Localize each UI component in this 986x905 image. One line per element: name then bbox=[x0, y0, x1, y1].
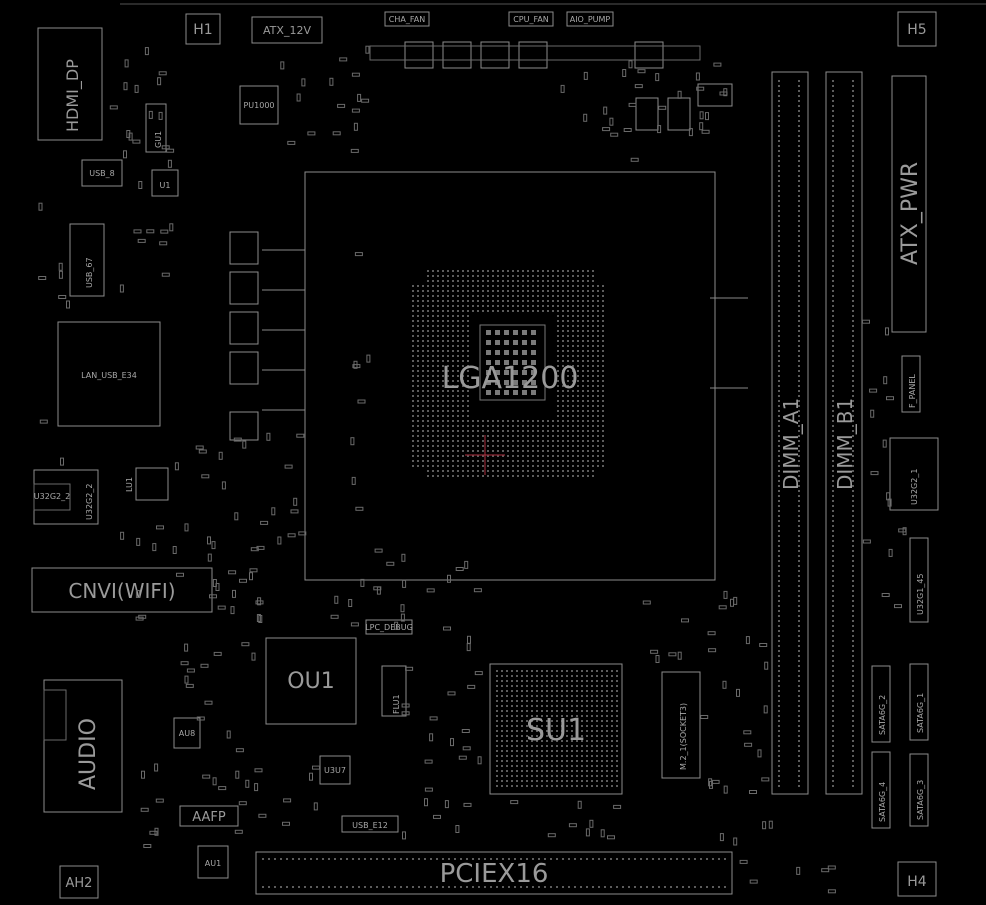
u32g2-1-header[interactable]: U32G2_1 bbox=[889, 437, 939, 511]
usb-e12-header[interactable]: USB_E12 bbox=[341, 815, 399, 833]
cpu-socket[interactable]: LGA1200 bbox=[304, 171, 716, 581]
usb-67-connector[interactable]: USB_67 bbox=[69, 223, 105, 297]
fan-mosfet-row bbox=[369, 41, 733, 131]
au8-chip: AU8 bbox=[173, 717, 201, 749]
svg-text:SATA6G_1: SATA6G_1 bbox=[916, 693, 925, 733]
socket-label: LGA1200 bbox=[442, 361, 579, 396]
hdmi-dp-connector[interactable]: HDMI_DP bbox=[37, 27, 103, 141]
svg-text:F_PANEL: F_PANEL bbox=[908, 374, 917, 408]
svg-text:LU1: LU1 bbox=[125, 477, 134, 492]
vrm-phase-column bbox=[229, 231, 748, 441]
socket-pad-grid bbox=[412, 270, 604, 477]
svg-text:H1: H1 bbox=[193, 22, 212, 38]
aio-pump-header[interactable]: AIO_PUMP bbox=[566, 11, 614, 27]
pciex16-slot[interactable]: PCIEX16 bbox=[255, 851, 733, 895]
svg-text:U3U7: U3U7 bbox=[324, 766, 346, 775]
mounting-hole-h4: H4 bbox=[897, 861, 937, 897]
svg-text:H5: H5 bbox=[907, 22, 926, 38]
svg-text:USB_E12: USB_E12 bbox=[352, 821, 388, 830]
sata6g-4-port[interactable]: SATA6G_4 bbox=[871, 751, 891, 829]
gu1-chip: GU1 bbox=[145, 103, 167, 153]
mounting-hole-h1: H1 bbox=[185, 13, 221, 45]
atx-12v-connector[interactable]: ATX_12V bbox=[251, 16, 323, 44]
svg-text:AAFP: AAFP bbox=[192, 810, 226, 825]
svg-text:SU1: SU1 bbox=[526, 713, 586, 748]
svg-text:USB_67: USB_67 bbox=[85, 257, 94, 288]
svg-text:OU1: OU1 bbox=[287, 669, 334, 694]
svg-text:AU1: AU1 bbox=[205, 859, 221, 868]
svg-text:CNVI(WIFI): CNVI(WIFI) bbox=[68, 579, 175, 603]
audio-connector[interactable]: AUDIO bbox=[43, 679, 123, 813]
lpc-debug-header[interactable]: LPC_DEBUG bbox=[365, 619, 413, 635]
dimm-slot-a1[interactable]: DIMM_A1 bbox=[771, 71, 809, 795]
sata6g-3-port[interactable]: SATA6G_3 bbox=[909, 753, 929, 827]
svg-text:LAN_USB_E34: LAN_USB_E34 bbox=[81, 371, 137, 380]
u3u7-chip: U3U7 bbox=[319, 755, 351, 785]
cpu-fan-header[interactable]: CPU_FAN bbox=[508, 11, 554, 27]
svg-text:SATA6G_3: SATA6G_3 bbox=[916, 780, 925, 820]
svg-text:M.2_1(SOCKET3): M.2_1(SOCKET3) bbox=[679, 703, 688, 770]
svg-text:U32G2_1: U32G2_1 bbox=[910, 469, 919, 505]
flu1-chip: FLU1 bbox=[381, 665, 407, 717]
aafp-header[interactable]: AAFP bbox=[179, 805, 239, 827]
svg-text:U32G1_45: U32G1_45 bbox=[916, 573, 925, 615]
u32g2-2-connector[interactable]: U32G2_2 U32G2_2 bbox=[33, 469, 99, 525]
svg-text:U32G2_2: U32G2_2 bbox=[85, 484, 94, 520]
u32g1-45-header[interactable]: U32G1_45 bbox=[909, 537, 929, 623]
passive-components bbox=[38, 45, 907, 894]
au1-chip: AU1 bbox=[197, 845, 229, 879]
atx-power-connector[interactable]: ATX_PWR bbox=[891, 75, 927, 333]
svg-text:CHA_FAN: CHA_FAN bbox=[389, 15, 425, 24]
svg-text:SATA6G_4: SATA6G_4 bbox=[878, 782, 887, 822]
mounting-hole-h5: H5 bbox=[897, 11, 937, 47]
svg-text:LPC_DEBUG: LPC_DEBUG bbox=[365, 623, 413, 632]
dimm-slot-b1[interactable]: DIMM_B1 bbox=[825, 71, 863, 795]
svg-text:U1: U1 bbox=[160, 181, 171, 190]
svg-text:CPU_FAN: CPU_FAN bbox=[513, 15, 549, 24]
u1-chip: U1 bbox=[151, 169, 179, 197]
svg-text:PCIEX16: PCIEX16 bbox=[440, 859, 549, 889]
atx-12v-label: ATX_12V bbox=[263, 24, 311, 37]
svg-text:AU8: AU8 bbox=[179, 729, 195, 738]
svg-text:U32G2_2: U32G2_2 bbox=[34, 492, 70, 501]
svg-text:H4: H4 bbox=[907, 874, 927, 890]
f-panel-header[interactable]: F_PANEL bbox=[901, 355, 921, 413]
svg-text:GU1: GU1 bbox=[154, 131, 163, 148]
cnvi-wifi-slot[interactable]: CNVI(WIFI) bbox=[31, 567, 213, 613]
svg-text:PU1000: PU1000 bbox=[243, 101, 274, 110]
sata6g-1-port[interactable]: SATA6G_1 bbox=[909, 663, 929, 741]
svg-text:USB_8: USB_8 bbox=[89, 169, 115, 178]
svg-text:AIO_PUMP: AIO_PUMP bbox=[570, 15, 611, 24]
m2-socket3[interactable]: M.2_1(SOCKET3) bbox=[661, 671, 701, 779]
lu1-chip: LU1 bbox=[125, 467, 169, 501]
svg-text:AUDIO: AUDIO bbox=[76, 718, 101, 790]
svg-text:HDMI_DP: HDMI_DP bbox=[63, 59, 83, 132]
cha-fan-header[interactable]: CHA_FAN bbox=[384, 11, 430, 27]
lan-usb-e34-connector[interactable]: LAN_USB_E34 bbox=[57, 321, 161, 427]
svg-text:FLU1: FLU1 bbox=[392, 694, 401, 714]
sata6g-2-port[interactable]: SATA6G_2 bbox=[871, 665, 891, 743]
mounting-hole-ah2: AH2 bbox=[59, 865, 99, 899]
usb-8-header[interactable]: USB_8 bbox=[81, 159, 123, 187]
dimm-a1-label: DIMM_A1 bbox=[779, 398, 803, 490]
ou1-super-io: OU1 bbox=[265, 637, 357, 725]
svg-text:AH2: AH2 bbox=[66, 876, 93, 891]
svg-text:SATA6G_2: SATA6G_2 bbox=[878, 695, 887, 735]
dimm-b1-label: DIMM_B1 bbox=[833, 398, 857, 490]
chipset-su1: SU1 bbox=[489, 663, 623, 795]
pwm-controller: PU1000 bbox=[239, 85, 279, 125]
atx-pwr-label: ATX_PWR bbox=[898, 162, 923, 265]
